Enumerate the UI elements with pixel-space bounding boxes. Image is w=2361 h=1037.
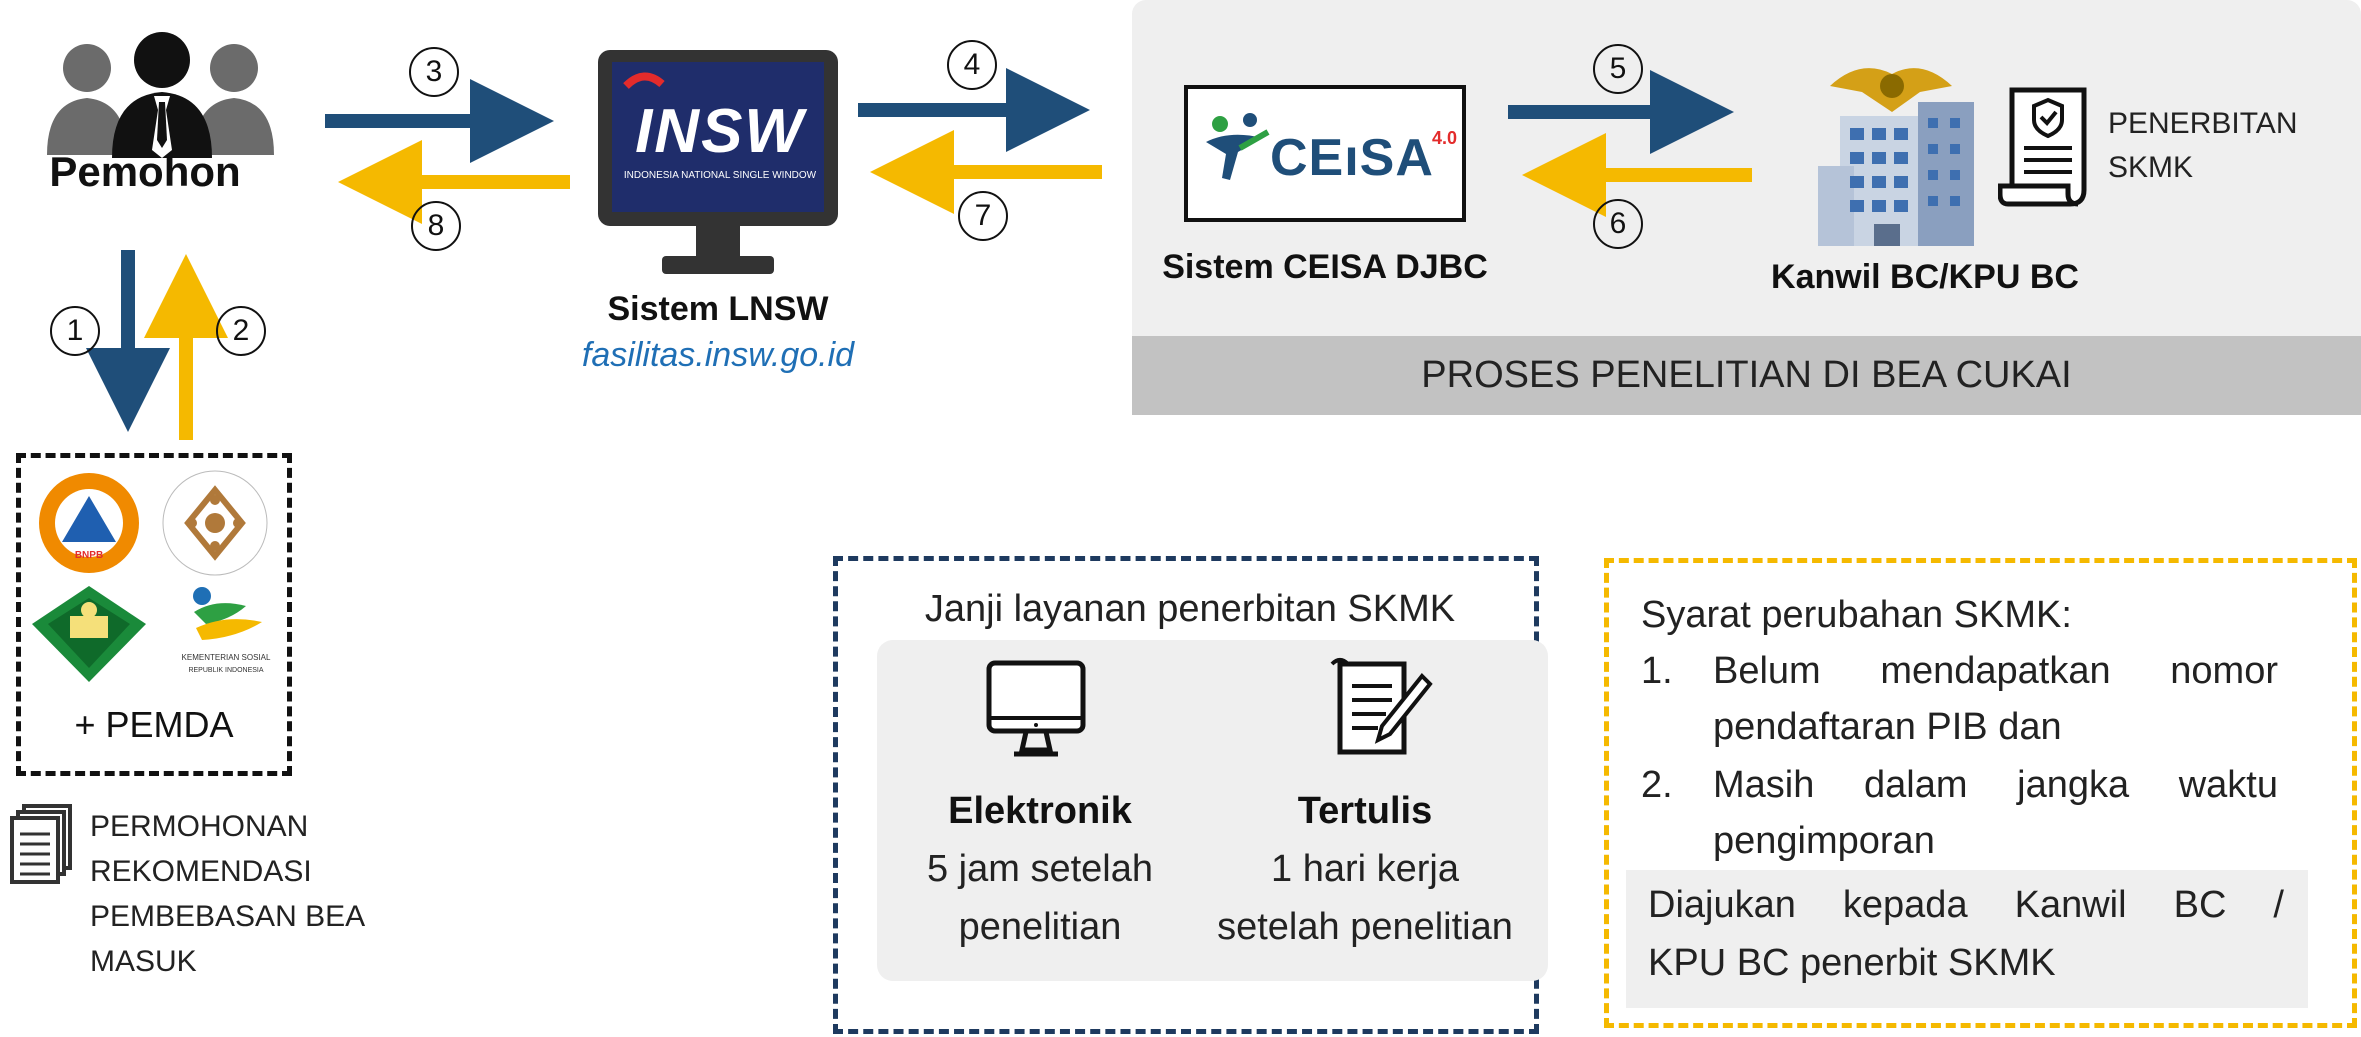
syarat-item2-num: 2. xyxy=(1641,764,1673,806)
lnsw-title: Sistem LNSW xyxy=(607,290,829,328)
step-7-badge: 7 xyxy=(958,191,1008,241)
penerbitan-line1: PENERBITAN xyxy=(2108,107,2298,140)
written-document-pen-icon xyxy=(1330,658,1433,755)
pemohon-label: Pemohon xyxy=(49,148,241,195)
kanwil-title: Kanwil BC/KPU BC xyxy=(1771,258,2079,296)
change-requirements-box xyxy=(1604,558,2357,1028)
kemendikbud-logo xyxy=(162,470,268,576)
syarat-item1-line2: pendaftaran PIB dan xyxy=(1713,706,2062,748)
elektronik-line1: 5 jam setelah xyxy=(926,848,1153,890)
penerbitan-line2: SKMK xyxy=(2108,151,2194,184)
tertulis-line1: 1 hari kerja xyxy=(1271,848,1459,890)
syarat-item2-line2: pengimporan xyxy=(1713,820,1935,862)
step-2-badge: 2 xyxy=(216,306,266,356)
elektronik-line2: penelitian xyxy=(958,906,1122,948)
people-group-icon xyxy=(47,32,274,158)
insw-logo-subtext: INDONESIA NATIONAL SINGLE WINDOW xyxy=(623,170,817,181)
step-6-badge: 6 xyxy=(1593,199,1643,249)
computer-monitor-icon xyxy=(986,660,1086,757)
insw-monitor-icon xyxy=(598,50,838,274)
stacked-documents-icon xyxy=(10,804,72,884)
customs-office-building-icon xyxy=(1818,68,1974,246)
step-5-badge: 5 xyxy=(1593,44,1643,94)
ceisa-version: 4.0 xyxy=(1432,128,1458,148)
ceisa-logo-text: CEıSA xyxy=(1270,129,1434,187)
syarat-item1-line1: Belum mendapatkan nomor xyxy=(1713,650,2278,692)
ceisa-figure-icon xyxy=(1206,113,1270,180)
syarat-item2-line1: Masih dalam jangka waktu xyxy=(1713,764,2278,806)
lnsw-url: fasilitas.insw.go.id xyxy=(581,336,855,374)
ceisa-title: Sistem CEISA DJBC xyxy=(1162,248,1488,286)
process-label-bar: PROSES PENELITIAN DI BEA CUKAI xyxy=(1132,336,2361,415)
tertulis-label: Tertulis xyxy=(1297,790,1433,832)
pemda-label: + PEMDA xyxy=(74,704,234,745)
permohonan-line4: MASUK xyxy=(90,945,197,978)
svg-text:KEMENTERIAN SOSIAL: KEMENTERIAN SOSIAL xyxy=(182,653,271,662)
tertulis-line2: setelah penelitian xyxy=(1217,906,1513,948)
elektronik-label: Elektronik xyxy=(948,790,1132,832)
permohonan-line3: PEMBEBASAN BEA xyxy=(90,900,366,933)
janji-title: Janji layanan penerbitan SKMK xyxy=(924,588,1456,630)
permohonan-line2: REKOMENDASI xyxy=(90,855,312,888)
syarat-note-line1: Diajukan kepada Kanwil BC / xyxy=(1648,884,2284,926)
svg-text:REPUBLIK INDONESIA: REPUBLIK INDONESIA xyxy=(188,667,263,674)
step-4-badge: 4 xyxy=(947,40,997,90)
svg-text:BNPB: BNPB xyxy=(75,550,103,561)
pemda-logo-box xyxy=(16,453,292,776)
permohonan-line1: PERMOHONAN xyxy=(90,810,309,843)
process-label: PROSES PENELITIAN DI BEA CUKAI xyxy=(1421,354,2072,396)
kemenag-logo xyxy=(32,586,146,682)
certificate-document-icon xyxy=(1998,87,2087,207)
syarat-item1-num: 1. xyxy=(1641,650,1673,692)
syarat-note-line2: KPU BC penerbit SKMK xyxy=(1648,942,2056,984)
step-8-badge: 8 xyxy=(411,201,461,251)
permohonan-label: PERMOHONAN REKOMENDASI PEMBEBASAN BEA MA… xyxy=(90,804,365,984)
syarat-note-panel xyxy=(1626,870,2308,1008)
bnpb-logo: BNPB xyxy=(39,473,139,573)
step-3-badge: 3 xyxy=(409,47,459,97)
insw-logo-text: INSW xyxy=(635,97,805,166)
step-1-badge: 1 xyxy=(50,306,100,356)
kemensos-logo: KEMENTERIAN SOSIAL REPUBLIK INDONESIA xyxy=(182,587,271,674)
penerbitan-label: PENERBITAN SKMK xyxy=(2108,102,2297,190)
syarat-title: Syarat perubahan SKMK: xyxy=(1641,594,2072,636)
